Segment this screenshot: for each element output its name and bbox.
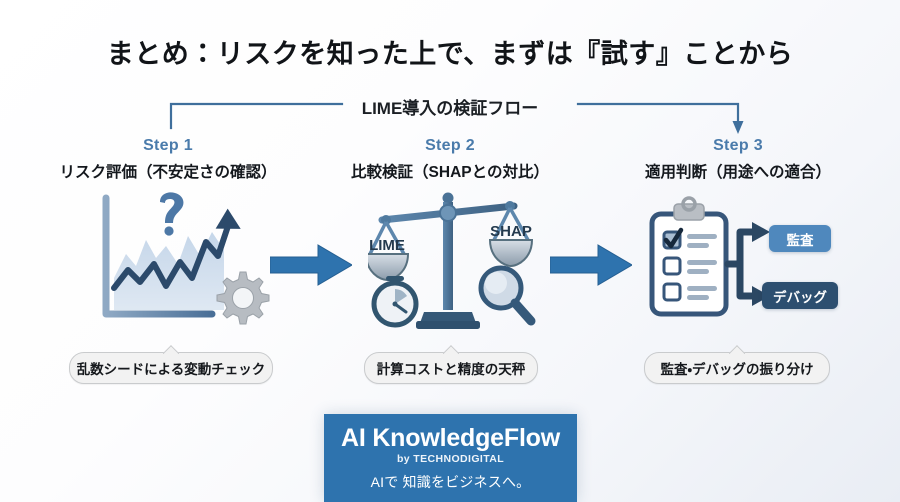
brand-byline: by TECHNODIGITAL [396, 453, 505, 465]
step-3-caption-label: 監査・デバッグの振り分け [660, 362, 814, 377]
step-2-heading: Step 2 比較検証（SHAPとの対比） [300, 136, 600, 183]
balance-scale-icon: LIME SHAP [368, 192, 536, 329]
step-3-title: 適用判断（用途への適合） [644, 164, 831, 181]
step-3-heading: Step 3 適用判断（用途への適合） [588, 136, 888, 183]
branch-pill-audit[interactable]: 監査 [769, 225, 831, 252]
flow-bracket [169, 102, 744, 134]
step-1-caption: 乱数シードによる変動チェック [69, 352, 273, 384]
arrow-step1-to-step2 [270, 244, 352, 286]
bubble-tail-3 [729, 345, 745, 354]
branch-pill-debug[interactable]: デバッグ [762, 282, 838, 309]
line-chart-question-gear-icon [102, 192, 270, 325]
step-2-title: 比較検証（SHAPとの対比） [351, 164, 549, 181]
bracket-arrowhead-icon [732, 121, 744, 134]
brand-tagline: AIで 知識をビジネスへ。 [370, 474, 531, 490]
bubble-tail-1 [163, 345, 179, 354]
arrow-step2-to-step3 [550, 244, 632, 286]
stopwatch-icon [371, 276, 419, 328]
step-2-caption: 計算コストと精度の天秤 [364, 352, 538, 384]
bubble-tail-2 [443, 345, 459, 354]
branch-pill-audit-label: 監査 [786, 232, 814, 248]
step-1-caption-label: 乱数シードによる変動チェック [76, 362, 266, 377]
magnifier-icon [478, 265, 536, 326]
step-2-number: Step 2 [425, 137, 475, 154]
brand-footer: AI KnowledgeFlow by TECHNODIGITAL AIで 知識… [324, 414, 577, 502]
step-3-caption: 監査・デバッグの振り分け [644, 352, 830, 384]
scale-right-label: SHAP [490, 223, 532, 240]
flow-label: LIME導入の検証フロー [361, 99, 539, 118]
step-1-heading: Step 1 リスク評価（不安定さの確認） [18, 136, 318, 183]
page-title: まとめ：リスクを知った上で、まずは『試す』ことから [106, 39, 794, 69]
branch-pill-debug-label: デバッグ [773, 289, 827, 305]
scale-left-label: LIME [369, 237, 405, 254]
clipboard-checklist-branch-icon [649, 196, 770, 317]
step-3-number: Step 3 [713, 137, 763, 154]
step-1-number: Step 1 [143, 137, 193, 154]
step-2-caption-label: 計算コストと精度の天秤 [376, 362, 526, 377]
brand-name: AI KnowledgeFlow [340, 424, 561, 452]
step-1-title: リスク評価（不安定さの確認） [59, 164, 277, 181]
